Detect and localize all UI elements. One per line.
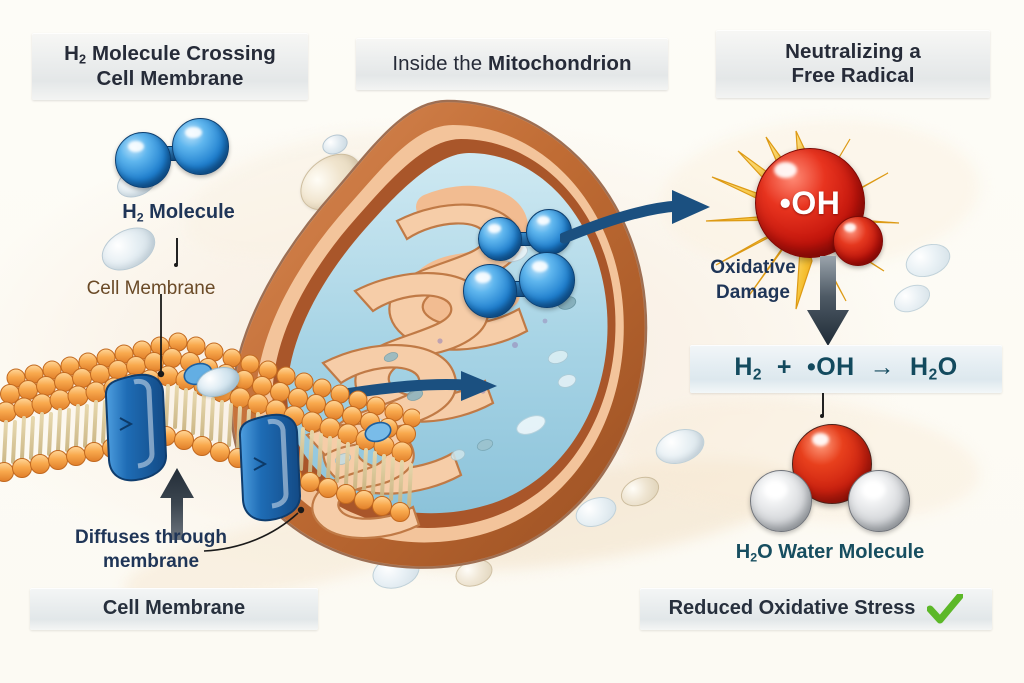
left-header-text: H2 Molecule Crossing Cell Membrane bbox=[64, 42, 276, 90]
connector-equation-water bbox=[822, 390, 824, 416]
h2-molecule-label: H2 Molecule bbox=[122, 201, 235, 225]
cell-membrane-illustration bbox=[0, 332, 420, 522]
arrow-to-radical bbox=[560, 190, 710, 244]
left-panel-header: H2 Molecule Crossing Cell Membrane bbox=[32, 33, 308, 100]
check-icon bbox=[927, 594, 964, 624]
right-panel-footer: Reduced Oxidative Stress bbox=[640, 588, 992, 630]
arrow-down-to-equation bbox=[807, 256, 849, 346]
vesicle bbox=[94, 218, 163, 280]
diffuses-label: Diffuses through membrane bbox=[75, 527, 227, 572]
h2-molecule-free bbox=[115, 118, 229, 188]
surface-molecule bbox=[364, 421, 392, 443]
cell-membrane-label: Cell Membrane bbox=[86, 278, 216, 299]
right-panel-header: Neutralizing a Free Radical bbox=[716, 30, 990, 98]
h2-molecule-mito-2 bbox=[463, 252, 575, 320]
right-header-text: Neutralizing a Free Radical bbox=[785, 39, 921, 87]
right-footer-text: Reduced Oxidative Stress bbox=[668, 597, 916, 620]
membrane-channel-protein-2 bbox=[238, 413, 302, 522]
hydrogen-atom-left bbox=[750, 470, 812, 532]
center-header-text: Inside the Mitochondrion bbox=[392, 51, 632, 75]
arrow-diffuses-up bbox=[160, 468, 194, 540]
connector-diffuses bbox=[203, 506, 305, 552]
hydrogen-atom-right bbox=[848, 470, 910, 532]
water-molecule bbox=[748, 424, 910, 532]
center-panel-header: Inside the Mitochondrion bbox=[356, 38, 668, 90]
left-panel-footer: Cell Membrane bbox=[30, 588, 318, 630]
vesicle bbox=[901, 238, 955, 283]
hydroxyl-radical-small-atom bbox=[833, 216, 883, 266]
membrane-channel-protein-1 bbox=[104, 373, 168, 482]
left-footer-text: Cell Membrane bbox=[102, 597, 246, 620]
radical-label: •OH bbox=[779, 184, 841, 221]
water-molecule-label: H2O Water Molecule bbox=[735, 541, 925, 565]
connector-dot bbox=[820, 414, 824, 418]
reaction-equation-band: H2 + •OH → H2O bbox=[690, 345, 1002, 393]
connector-dot bbox=[174, 263, 178, 267]
connector-cell-membrane bbox=[157, 294, 165, 378]
reaction-equation: H2 + •OH → H2O bbox=[734, 353, 958, 384]
connector-h2-label bbox=[176, 238, 178, 264]
oxidative-damage-label: Oxidative Damage bbox=[710, 257, 796, 303]
